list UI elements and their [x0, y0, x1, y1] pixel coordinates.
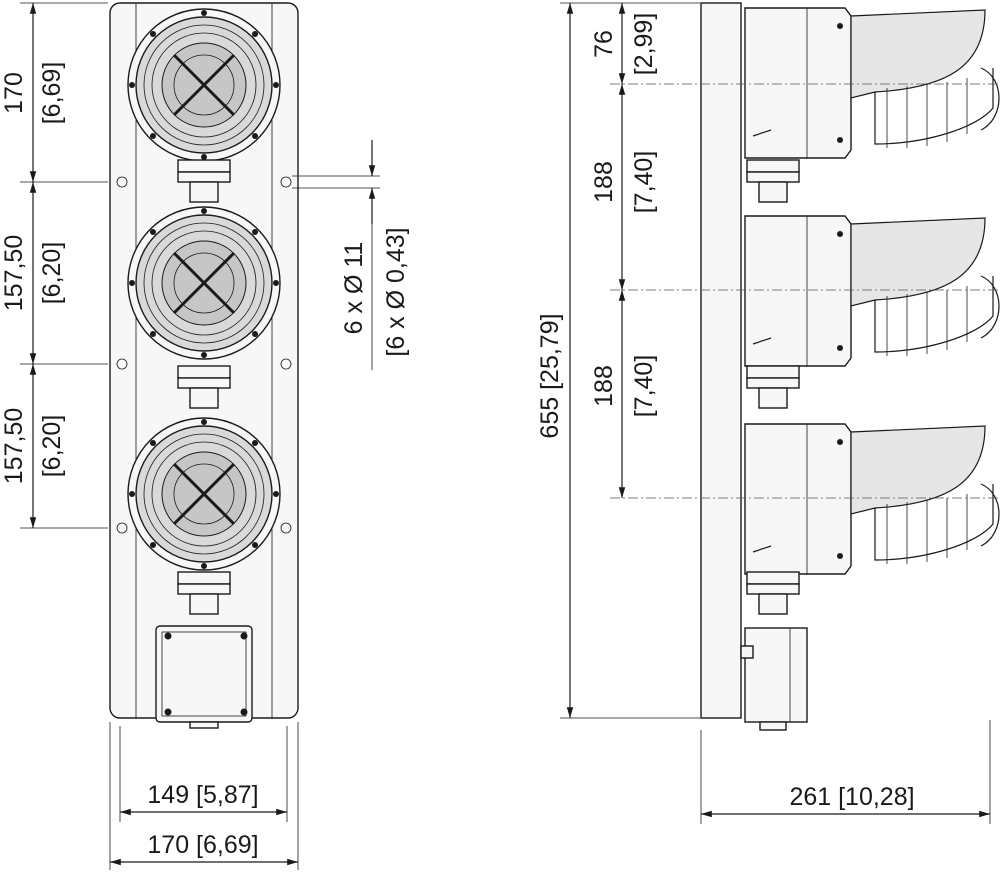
side-view: 76 [2,99] 188 [7,40] 188 [7,40] 655 [25,…	[536, 2, 1000, 824]
dim-170-label: 170	[0, 72, 28, 114]
dim-76-imperial-label: [2,99]	[630, 13, 658, 76]
dim-188-lower-imperial-label: [7,40]	[630, 355, 658, 418]
width-outer-label: 170 [6,69]	[147, 831, 258, 859]
side-mounting-plate	[700, 2, 742, 719]
junction-box	[155, 625, 253, 729]
side-lamp-top	[744, 7, 1000, 203]
dim-188-upper-imperial-label: [7,40]	[630, 151, 658, 214]
hole-callout: 6 x Ø 11 [6 x Ø 0,43]	[292, 140, 410, 370]
depth-label: 261 [10,28]	[789, 783, 914, 811]
hole-note-metric: 6 x Ø 11	[340, 242, 368, 335]
width-inner-label: 149 [5,87]	[147, 781, 258, 809]
total-height-label: 655 [25,79]	[536, 313, 564, 438]
dim-157-50-lower-imperial-label: [6,20]	[38, 415, 66, 478]
dim-188-upper-label: 188	[590, 161, 618, 203]
hole-note-imperial: [6 x Ø 0,43]	[382, 227, 410, 356]
dim-188-lower-label: 188	[590, 365, 618, 407]
dim-157-50-lower-label: 157,50	[0, 408, 28, 484]
dim-170-imperial-label: [6,69]	[38, 62, 66, 125]
side-lamp-middle	[744, 215, 1000, 409]
side-centerlines	[610, 83, 1000, 499]
mounting-holes	[116, 176, 292, 534]
side-vertical-dimensions: 76 [2,99] 188 [7,40] 188 [7,40] 655 [25,…	[536, 2, 700, 719]
front-width-dimensions: 149 [5,87] 170 [6,69]	[109, 722, 299, 870]
side-depth-dimension: 261 [10,28]	[700, 720, 991, 824]
dim-157-50-upper-label: 157,50	[0, 235, 28, 311]
dim-76-label: 76	[590, 30, 618, 58]
front-vertical-dimensions: 170 [6,69] 157,50 [6,20] 157,50 [6,20]	[0, 2, 108, 529]
side-lamp-bottom	[744, 423, 1000, 615]
dim-157-50-upper-imperial-label: [6,20]	[38, 242, 66, 305]
side-junction-box	[740, 627, 808, 731]
front-view: 170 [6,69] 157,50 [6,20] 157,50 [6,20] 6…	[0, 2, 410, 870]
